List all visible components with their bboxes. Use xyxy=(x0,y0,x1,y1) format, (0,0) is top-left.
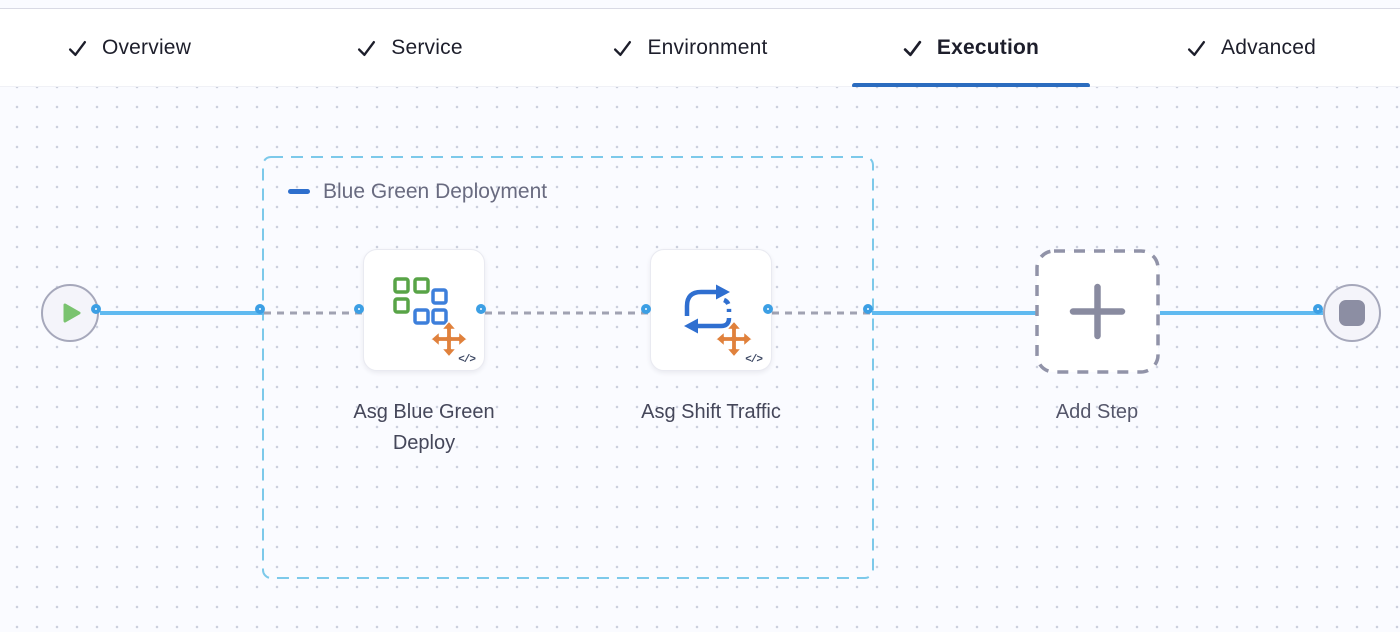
flow-line-dashed xyxy=(264,311,363,315)
start-node[interactable] xyxy=(41,284,99,342)
play-icon xyxy=(63,303,81,323)
tab-advanced[interactable]: Advanced xyxy=(1132,10,1370,86)
tab-label: Execution xyxy=(936,36,1040,59)
end-node[interactable] xyxy=(1323,284,1381,342)
flow-line xyxy=(1160,311,1323,315)
tab-execution[interactable]: Execution xyxy=(851,10,1090,88)
check-icon xyxy=(1187,40,1206,56)
stage-tab-bar: Overview Service Environment Execution A… xyxy=(0,10,1400,88)
tab-label: Service xyxy=(391,36,463,59)
code-badge: </> xyxy=(458,354,476,366)
top-divider xyxy=(0,0,1400,9)
check-icon xyxy=(903,40,922,56)
move-arrows-icon xyxy=(430,320,468,358)
connector-port[interactable] xyxy=(863,304,873,314)
tab-environment[interactable]: Environment xyxy=(571,10,809,86)
check-icon xyxy=(358,40,376,56)
connector-port[interactable] xyxy=(255,304,265,314)
tab-overview[interactable]: Overview xyxy=(10,10,248,86)
asg-blue-green-deploy-icon xyxy=(393,277,448,325)
step-label: Asg Blue Green Deploy xyxy=(353,401,495,454)
step-asg-shift-traffic[interactable]: </> xyxy=(650,249,772,371)
plus-icon xyxy=(1069,283,1126,340)
add-step-border xyxy=(1035,249,1160,374)
move-arrows-icon xyxy=(715,320,753,358)
step-label: Asg Shift Traffic xyxy=(641,401,781,423)
tab-label: Overview xyxy=(101,36,192,59)
code-badge: </> xyxy=(745,354,763,366)
tab-label: Environment xyxy=(647,36,768,59)
add-step-label: Add Step xyxy=(1055,401,1139,423)
connector-port[interactable] xyxy=(641,304,651,314)
collapse-group-button[interactable] xyxy=(288,189,310,194)
flow-line xyxy=(100,311,264,315)
check-icon xyxy=(614,40,632,56)
step-asg-blue-green-deploy[interactable]: </> xyxy=(363,249,485,371)
flow-line xyxy=(872,311,1036,315)
flow-line-dashed xyxy=(485,311,650,315)
active-tab-indicator xyxy=(851,83,1090,88)
group-border xyxy=(262,156,874,579)
connector-port[interactable] xyxy=(1313,304,1323,314)
flow-line-dashed xyxy=(772,311,872,315)
asg-shift-traffic-icon xyxy=(684,284,732,334)
stop-icon xyxy=(1339,300,1365,326)
connector-port[interactable] xyxy=(763,304,773,314)
step-group-blue-green-deployment[interactable]: Blue Green Deployment xyxy=(262,156,874,579)
execution-canvas[interactable]: Blue Green Deployment xyxy=(0,87,1400,632)
connector-port[interactable] xyxy=(354,304,364,314)
tab-service[interactable]: Service xyxy=(291,10,529,86)
connector-port[interactable] xyxy=(476,304,486,314)
check-icon xyxy=(68,40,86,56)
connector-port[interactable] xyxy=(91,304,101,314)
add-step-button[interactable] xyxy=(1035,249,1160,374)
tab-label: Advanced xyxy=(1220,36,1316,59)
group-label: Blue Green Deployment xyxy=(323,180,548,203)
